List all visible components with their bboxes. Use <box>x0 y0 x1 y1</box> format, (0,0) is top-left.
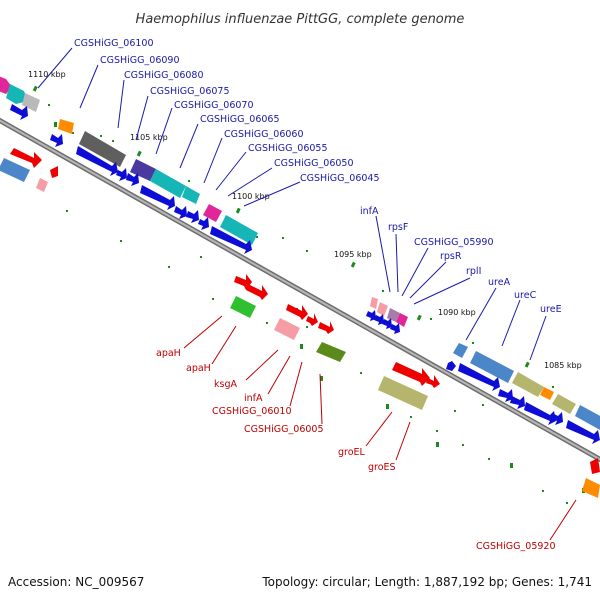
gene-label-CGSHiGG_06045: CGSHiGG_06045 <box>300 173 380 184</box>
gene-label-rplI: rplI <box>466 266 481 277</box>
gene-label-CGSHiGG_06080: CGSHiGG_06080 <box>124 70 204 81</box>
gene-label-infA-top: infA <box>360 206 379 217</box>
tick-label-1090: 1090 kbp <box>438 308 476 317</box>
tick-label-1110: 1110 kbp <box>28 70 66 79</box>
gene-label-rpsF: rpsF <box>388 222 408 233</box>
tick-label-1085: 1085 kbp <box>544 361 582 370</box>
tick-label-1100: 1100 kbp <box>232 192 270 201</box>
guide-dots <box>48 104 568 504</box>
tick-label-1105: 1105 kbp <box>130 133 168 142</box>
label-leaders-forward <box>37 47 547 361</box>
genome-backbone <box>0 117 600 463</box>
gene-label-groEL: groEL <box>338 447 366 458</box>
gene-label-CGSHiGG_06055: CGSHiGG_06055 <box>248 143 328 154</box>
gene-label-apaH-1: apaH <box>156 348 181 359</box>
gene-label-CGSHiGG_06070: CGSHiGG_06070 <box>174 100 254 111</box>
forward-arrows <box>10 104 600 444</box>
gene-label-CGSHiGG_06005: CGSHiGG_06005 <box>244 424 324 435</box>
gene-label-CGSHiGG_05920: CGSHiGG_05920 <box>476 541 556 552</box>
gene-label-apaH-2: apaH <box>186 363 211 374</box>
gene-label-infA-bottom: infA <box>244 393 263 404</box>
gene-label-CGSHiGG_06065: CGSHiGG_06065 <box>200 114 280 125</box>
reverse-gene-blocks <box>0 158 600 498</box>
gene-label-CGSHiGG_06090: CGSHiGG_06090 <box>100 55 180 66</box>
gene-label-CGSHiGG_06050: CGSHiGG_06050 <box>274 158 354 169</box>
gene-label-CGSHiGG_06010: CGSHiGG_06010 <box>212 406 292 417</box>
reverse-gene-labels: apaH apaH ksgA infA CGSHiGG_06010 CGSHiG… <box>156 348 556 552</box>
gene-label-CGSHiGG_06060: CGSHiGG_06060 <box>224 129 304 140</box>
map-title: Haemophilus influenzae PittGG, complete … <box>136 12 465 27</box>
gene-label-ureE: ureE <box>540 304 562 315</box>
gene-label-rpsR: rpsR <box>440 251 462 262</box>
accession-text: Accession: NC_009567 <box>8 575 144 589</box>
gene-label-CGSHiGG_06100: CGSHiGG_06100 <box>74 38 154 49</box>
gene-label-ureA: ureA <box>488 277 511 288</box>
tick-label-1095: 1095 kbp <box>334 250 372 259</box>
gene-label-ureC: ureC <box>514 290 537 301</box>
gene-label-groES: groES <box>368 462 396 473</box>
gene-label-ksgA: ksgA <box>214 379 237 390</box>
gene-label-CGSHiGG_06075: CGSHiGG_06075 <box>150 86 230 97</box>
label-leaders-reverse <box>183 315 577 541</box>
reverse-arrows <box>10 148 600 474</box>
forward-gene-labels: CGSHiGG_06100 CGSHiGG_06090 CGSHiGG_0608… <box>74 38 562 315</box>
genome-summary-text: Topology: circular; Length: 1,887,192 bp… <box>261 575 592 589</box>
gene-label-CGSHiGG_05990: CGSHiGG_05990 <box>414 237 494 248</box>
